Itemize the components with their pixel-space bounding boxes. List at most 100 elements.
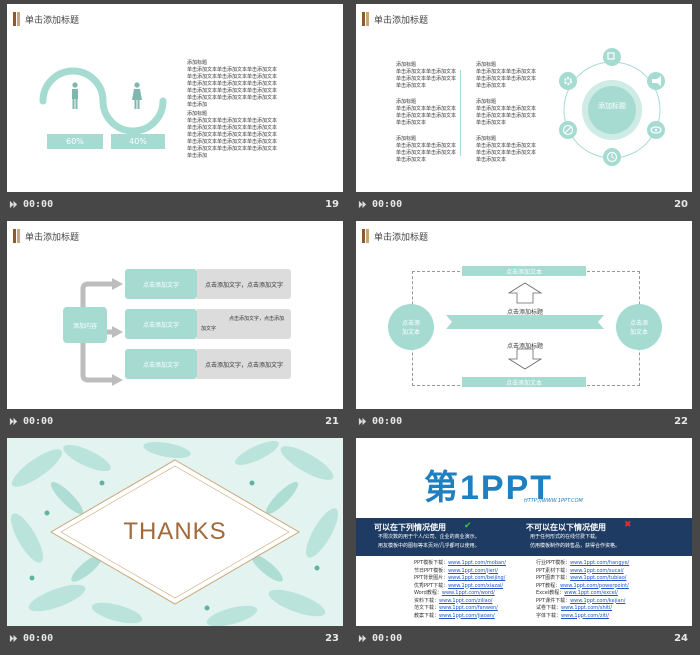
slide-time: 00:00 <box>372 416 403 427</box>
para-line: 单击添加文本单击添加文本单击添加文本 <box>187 139 278 145</box>
slide-thumbnail[interactable]: 单击添加标题 60% 40% 添加标题 单击添加文本单击添加文本单击添加文本 单… <box>7 4 343 192</box>
pct-right-label: 40% <box>129 137 147 146</box>
group-line: 单击添加文本单击添加文本 <box>396 113 457 119</box>
bottom-banner: 点击添加文本 <box>462 377 586 387</box>
group-line: 单击添加文本 <box>476 157 507 163</box>
link-row[interactable]: 范文下载：www.1ppt.com/fanwen/ <box>414 605 498 611</box>
slide-24[interactable]: 第1PPT HTTP://WWW.1PPT.COM 可以在下列情况使用 ✔ 不限… <box>356 438 692 650</box>
slide-19[interactable]: 单击添加标题 60% 40% 添加标题 单击添加文本单击添加文本单击添加文本 单… <box>7 4 343 216</box>
can-item: 不限次数的用于个人/公司、企业的商业演示。 <box>378 534 480 540</box>
link-row[interactable]: 行业PPT模板：www.1ppt.com/hangye/ <box>536 560 630 566</box>
slide-footer: 00:00 22 <box>356 411 692 433</box>
branch-note: 点击添加文字，点击添加文字 <box>197 349 291 379</box>
slide-time: 00:00 <box>23 633 54 644</box>
slide-thumbnail[interactable]: THANKS <box>7 438 343 626</box>
slide-footer: 00:00 20 <box>356 194 692 216</box>
link-row[interactable]: PPT模板下载：www.1ppt.com/moban/ <box>414 560 506 566</box>
slide-footer: 00:00 19 <box>7 194 343 216</box>
group-line: 单击添加文本单击添加文本 <box>476 150 537 156</box>
group-line: 单击添加文本单击添加文本 <box>396 76 457 82</box>
branch-node: 点击添加文字 <box>125 309 197 339</box>
para-line: 单击添加文本单击添加文本单击添加文本 <box>187 132 278 138</box>
link-row[interactable]: 字体下载：www.1ppt.com/ziti/ <box>536 612 609 619</box>
group-line: 单击添加文本 <box>396 120 427 126</box>
note-line: 加文字 <box>201 326 217 332</box>
slide-time: 00:00 <box>23 199 54 210</box>
slide-title: 单击添加标题 <box>13 229 79 243</box>
top-banner: 点击添加文本 <box>462 266 586 276</box>
group-label: 添加标题 <box>476 99 497 105</box>
group-line: 单击添加文本 <box>396 157 427 163</box>
para-line: 单击添加 <box>187 102 208 108</box>
leaf-pattern <box>10 441 339 626</box>
cross-icon: ✖ <box>624 520 632 530</box>
branch-note: 点击添加文字，点击添加 加文字 <box>197 309 291 339</box>
slide-22[interactable]: 单击添加标题 点击添加文本 点击添加文本 点击添加标题 点击添加标题 点击添 加… <box>356 221 692 433</box>
para-line: 单击添加文本单击添加文本单击添加文本 <box>187 118 278 124</box>
slide-footer: 00:00 21 <box>7 411 343 433</box>
logo-url: HTTP://WWW.1PPT.COM <box>524 498 583 504</box>
para-line: 单击添加文本单击添加文本单击添加文本 <box>187 146 278 152</box>
transition-icon[interactable] <box>358 200 367 209</box>
info-band: 可以在下列情况使用 ✔ 不限次数的用于个人/公司、企业的商业演示。 用友模板中的… <box>356 518 692 556</box>
transition-icon[interactable] <box>358 634 367 643</box>
note-line: 点击添加文字，点击添加 <box>229 316 285 322</box>
mid-label: 点击添加标题 <box>506 308 543 316</box>
group-line: 单击添加文本单击添加文本 <box>396 150 457 156</box>
slide-thumbnail[interactable]: 单击添加标题 添加标题 单击添加文本单击添加文本 单击添加文本单击添加文本 单击… <box>356 4 692 192</box>
slide-number: 21 <box>325 416 339 427</box>
group-line: 单击添加文本单击添加文本 <box>476 106 537 112</box>
slide-thumbnail[interactable]: 第1PPT HTTP://WWW.1PPT.COM 可以在下列情况使用 ✔ 不限… <box>356 438 692 626</box>
link-row[interactable]: PPT图表下载：www.1ppt.com/tubiao/ <box>536 575 627 581</box>
link-row[interactable]: PPT教程：www.1ppt.com/powerpoint/ <box>536 582 629 589</box>
link-row[interactable]: 试卷下载：www.1ppt.com/shiti/ <box>536 605 613 611</box>
link-row[interactable]: Word教程：www.1ppt.com/word/ <box>414 590 495 596</box>
slide-thumbnail[interactable]: 单击添加标题 点击添加文本 点击添加文本 点击添加标题 点击添加标题 点击添 加… <box>356 221 692 409</box>
slide-number: 20 <box>674 199 688 210</box>
link-row[interactable]: PPT背景图片：www.1ppt.com/beijing/ <box>414 575 506 581</box>
slide-footer: 00:00 23 <box>7 628 343 650</box>
para-label: 添加标题 <box>187 111 208 117</box>
link-row[interactable]: PPT课件下载：www.1ppt.com/kejian/ <box>536 597 626 604</box>
link-row[interactable]: 优秀PPT下载：www.1ppt.com/xiazai/ <box>414 582 504 589</box>
slide-time: 00:00 <box>372 199 403 210</box>
cannot-item: 用于任何形式的在线付费下载。 <box>530 534 601 540</box>
para-line: 单击添加文本单击添加文本单击添加文本 <box>187 88 278 94</box>
slide-20[interactable]: 单击添加标题 添加标题 单击添加文本单击添加文本 单击添加文本单击添加文本 单击… <box>356 4 692 216</box>
link-row[interactable]: 节日PPT模板：www.1ppt.com/jieri/ <box>414 567 498 574</box>
transition-icon[interactable] <box>9 417 18 426</box>
paragraph-block: 添加标题 单击添加文本单击添加文本单击添加文本 单击添加文本单击添加文本单击添加… <box>187 60 337 160</box>
transition-icon[interactable] <box>9 200 18 209</box>
divider <box>460 70 461 156</box>
slide-23[interactable]: THANKS 00:00 23 <box>7 438 343 650</box>
link-row[interactable]: Excel教程：www.1ppt.com/excel/ <box>536 590 618 596</box>
root-node: 添加内容 <box>63 307 107 343</box>
left-circle: 点击添 加文本 <box>388 304 434 350</box>
group-label: 添加标题 <box>396 136 417 142</box>
group-label: 添加标题 <box>396 62 417 68</box>
transition-icon[interactable] <box>358 417 367 426</box>
group-line: 单击添加文本单击添加文本 <box>396 143 457 149</box>
group-line: 单击添加文本 <box>476 120 507 126</box>
branch-note: 点击添加文字，点击添加文字 <box>197 269 291 299</box>
down-arrow <box>508 348 542 370</box>
link-row[interactable]: 资料下载：www.1ppt.com/ziliao/ <box>414 597 493 604</box>
slide-number: 23 <box>325 633 339 644</box>
transition-icon[interactable] <box>9 634 18 643</box>
thanks-text: THANKS <box>123 518 227 545</box>
slide-time: 00:00 <box>372 633 403 644</box>
slide-thumbnail[interactable]: 单击添加标题 添加内容 点击添加文字 点击添加文字 点击添加文字 点击添加文字，… <box>7 221 343 409</box>
female-icon <box>132 82 142 109</box>
group-line: 单击添加文本单击添加文本 <box>476 69 537 75</box>
pct-left-label: 60% <box>66 137 84 146</box>
diamond-frame <box>50 459 300 605</box>
branch-node: 点击添加文字 <box>125 349 197 379</box>
hub-diagram <box>559 48 665 166</box>
slide-21[interactable]: 单击添加标题 添加内容 点击添加文字 点击添加文字 点击添加文字 点击添加文字，… <box>7 221 343 433</box>
group-line: 单击添加文本单击添加文本 <box>396 69 457 75</box>
slide-number: 24 <box>674 633 688 644</box>
right-circle: 点击添 加文本 <box>616 304 662 350</box>
link-row[interactable]: 教案下载：www.1ppt.com/jiaoan/ <box>414 612 495 619</box>
cannot-use-heading: 不可以在以下情况使用 <box>526 523 606 532</box>
link-row[interactable]: PPT素材下载：www.1ppt.com/sucai/ <box>536 567 624 574</box>
